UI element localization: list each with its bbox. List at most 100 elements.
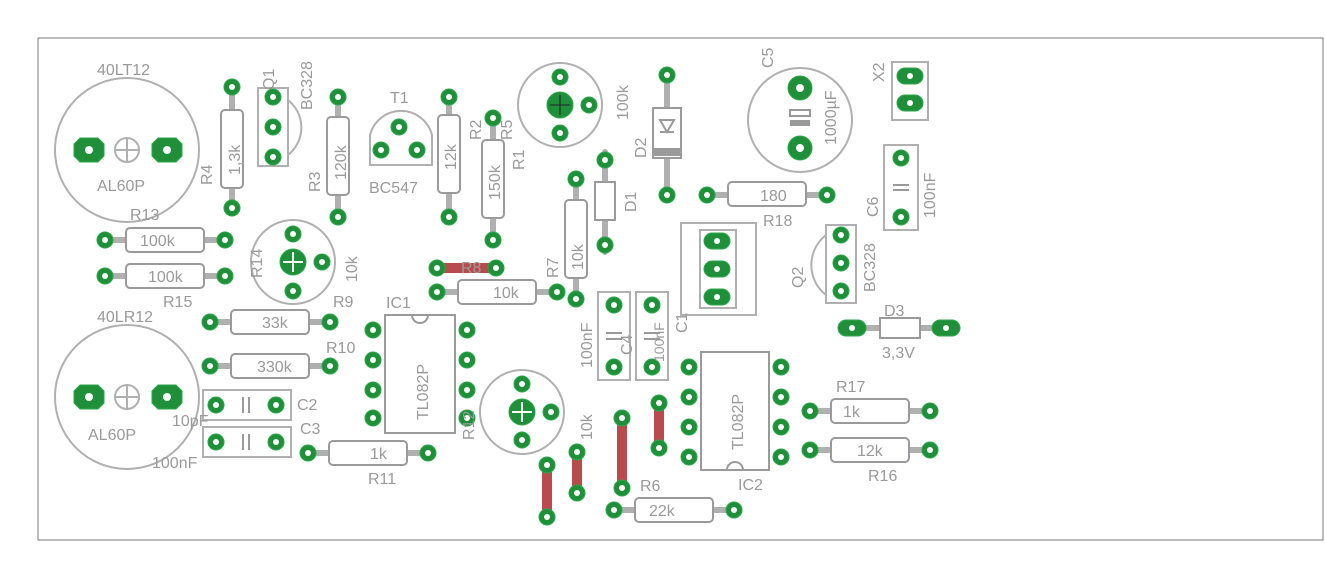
r5-name: R5 xyxy=(499,119,516,140)
c5-name: C5 xyxy=(760,47,777,68)
r17-name: R17 xyxy=(836,379,865,396)
q2-name: Q2 xyxy=(790,267,807,288)
capacitor-c5: C5 1000µF xyxy=(747,47,853,173)
x2-name: X2 xyxy=(871,62,888,82)
r10-value: 330k xyxy=(257,359,293,376)
r9-name: R9 xyxy=(333,294,354,311)
regulator-block xyxy=(680,222,757,316)
capacitor-c1: C1 100nF xyxy=(635,291,691,381)
c1-name: C1 xyxy=(674,312,691,333)
trimmer-r14: R14 10k xyxy=(249,219,361,305)
c6-name: C6 xyxy=(865,196,882,217)
pot-40lt12: 40LT12 AL60P xyxy=(54,62,200,223)
resistor-r7: R7 10k xyxy=(545,170,588,308)
d3-name: D3 xyxy=(884,303,905,320)
c3-name: C3 xyxy=(300,421,321,438)
d2-name: D2 xyxy=(633,137,650,158)
trimmer-100k-value: 100k xyxy=(615,84,632,120)
resistor-r6: R6 22k xyxy=(605,478,743,523)
board-outline xyxy=(37,37,1324,541)
c2-value: 10pF xyxy=(172,413,209,430)
r16-name: R16 xyxy=(868,468,897,485)
connector-x2: X2 xyxy=(871,61,929,121)
transistor-t1: T1 BC547 xyxy=(369,90,433,197)
r8-name: R8 xyxy=(461,260,482,277)
c1-value: 100nF xyxy=(651,322,667,362)
d1-name: D1 xyxy=(623,191,640,212)
t1-name: T1 xyxy=(390,90,409,107)
r3-value: 120k xyxy=(333,144,350,180)
r14-name: R14 xyxy=(249,249,266,278)
r11-value: 1k xyxy=(370,446,388,463)
q2-value: BC328 xyxy=(862,243,879,292)
q1-name: Q1 xyxy=(261,69,278,90)
trimmer-100k: 100k xyxy=(517,62,632,148)
r12-name: R12 xyxy=(461,411,478,440)
pot-40lr12: 40LR12 AL60P xyxy=(54,309,200,470)
ic-ic2: IC2 TL082P xyxy=(680,351,790,494)
r4-value: 1,3k xyxy=(227,144,244,175)
pot-bot-value: AL60P xyxy=(88,427,136,444)
r4-name: R4 xyxy=(199,164,216,185)
transistor-q2: Q2 BC328 xyxy=(790,224,879,304)
resistor-r4: R4 1,3k xyxy=(199,78,244,217)
r9-value: 33k xyxy=(262,315,289,332)
ic1-name: IC1 xyxy=(386,295,411,312)
r15-name: R15 xyxy=(163,294,192,311)
resistor-r1: 150k R5 R1 xyxy=(481,109,528,249)
r10-name: R10 xyxy=(326,340,355,357)
c4-value: 100nF xyxy=(579,322,596,368)
r14-value: 10k xyxy=(344,255,361,282)
resistor-r9: 33k R9 xyxy=(201,294,354,335)
ic-ic1: IC1 TL082P xyxy=(364,295,476,434)
d3-value: 3,3V xyxy=(882,345,915,362)
r13-name: R13 xyxy=(130,207,159,224)
resistor-r18: 180 R18 xyxy=(698,181,836,230)
r11-name: R11 xyxy=(368,471,396,488)
c4-name: C4 xyxy=(619,334,636,355)
t1-value: BC547 xyxy=(369,180,418,197)
ic2-value: TL082P xyxy=(730,394,747,450)
r8-value: 10k xyxy=(493,285,520,302)
transistor-q1: Q1 BC328 xyxy=(257,61,316,167)
r3-name: R3 xyxy=(307,171,324,192)
resistor-r15: 100k R15 xyxy=(96,263,234,311)
c6-value: 100nF xyxy=(922,172,939,218)
r7-value: 10k xyxy=(570,243,587,270)
pot-top-name: 40LT12 xyxy=(97,62,150,79)
r7-name: R7 xyxy=(545,257,562,278)
capacitor-c4: 100nF C4 xyxy=(579,291,636,381)
capacitor-c6: C6 100nF xyxy=(865,144,939,231)
diode-d3: D3 3,3V xyxy=(837,303,961,362)
capacitor-c2: C2 10pF xyxy=(172,389,318,430)
resistor-r8: R8 10k xyxy=(428,259,566,305)
r13-value: 100k xyxy=(140,233,176,250)
capacitor-c3: C3 100nF xyxy=(152,421,321,472)
ic1-value: TL082P xyxy=(415,364,432,420)
r2-value: 12k xyxy=(443,143,460,170)
r16-value: 12k xyxy=(857,443,884,460)
trimmer-r12: R12 10k xyxy=(461,369,596,455)
r6-name: R6 xyxy=(640,478,661,495)
r18-value: 180 xyxy=(760,188,787,205)
r1-name: R1 xyxy=(511,149,528,170)
r2-name: R2 xyxy=(468,119,485,140)
resistor-r11: 1k R11 xyxy=(299,440,437,488)
r12-value: 10k xyxy=(579,413,596,440)
resistor-r2: 12k R2 xyxy=(437,88,485,226)
resistor-r10: 330k R10 xyxy=(201,340,355,379)
pot-bot-name: 40LR12 xyxy=(97,309,153,326)
r18-name: R18 xyxy=(763,213,792,230)
ic2-name: IC2 xyxy=(738,477,763,494)
diode-d1: D1 xyxy=(594,149,640,255)
r17-value: 1k xyxy=(843,404,861,421)
q1-value: BC328 xyxy=(299,61,316,110)
r1-value: 150k xyxy=(487,164,504,200)
resistor-r16: 12k R16 xyxy=(801,437,939,485)
resistor-r17: R17 1k xyxy=(801,379,939,424)
c2-name: C2 xyxy=(297,397,318,414)
resistor-r3: R3 120k xyxy=(307,88,350,226)
diode-d2: D2 xyxy=(633,66,682,204)
trace-pads xyxy=(538,394,668,526)
